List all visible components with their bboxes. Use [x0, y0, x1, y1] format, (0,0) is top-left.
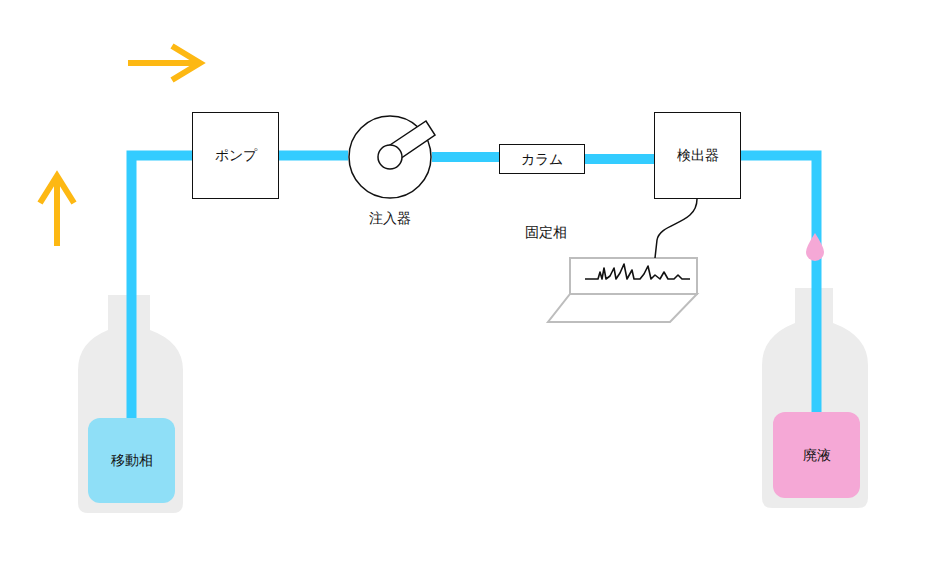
waste: 廃液: [773, 412, 860, 498]
flow-line: [132, 156, 193, 419]
column-box: カラム: [499, 144, 585, 174]
part-label: 固定相: [525, 224, 567, 241]
injector: 注入器: [348, 115, 432, 199]
flow-line: [432, 152, 499, 162]
node-label: 注入器: [369, 210, 411, 227]
node-label: 検出器: [677, 147, 719, 164]
laptop: [548, 258, 697, 322]
mobile-phase: 移動相: [88, 418, 175, 503]
node-label: カラム: [521, 151, 563, 168]
pump-box: ポンプ: [192, 112, 279, 199]
flow-line: [741, 156, 817, 413]
node-label: 移動相: [111, 452, 153, 469]
node-label: 廃液: [803, 447, 831, 464]
flow-line: [279, 151, 348, 161]
waste-drop: [806, 233, 824, 261]
injector-symbol: [348, 115, 432, 199]
detector-box: 検出器: [654, 112, 741, 199]
signal-cable: [655, 199, 697, 258]
flow-line: [585, 154, 654, 164]
flow-arrow: [40, 46, 200, 246]
chromatogram: [585, 264, 690, 279]
node-label: ポンプ: [215, 147, 257, 164]
